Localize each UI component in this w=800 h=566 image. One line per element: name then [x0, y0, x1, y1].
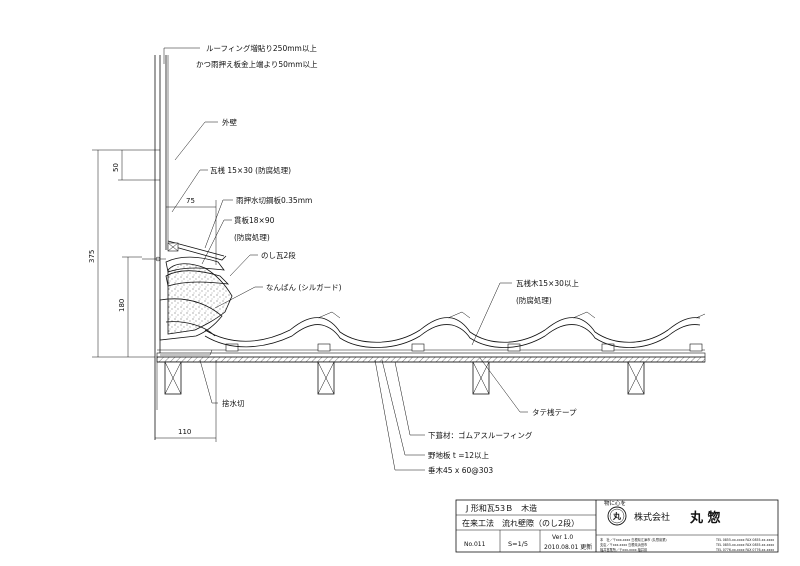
rafters	[164, 361, 645, 395]
company-tel-2: TEL 0855-xx-xxxx FAX 0855-xx-xxxx	[715, 543, 774, 547]
leader-lines	[163, 47, 528, 471]
label-nuki-1: 貫板18×90	[234, 215, 275, 225]
dim-50: 50	[112, 163, 120, 172]
wall-flashing	[142, 240, 227, 356]
label-drip: 捨水切	[222, 398, 245, 408]
title-row-2: 在来工法 流れ壁際（のし2段）	[462, 518, 579, 528]
roof-tiles	[204, 311, 706, 348]
company-seal-char: 丸	[612, 511, 622, 521]
title-row-1: J 形和瓦53Ｂ 木造	[465, 503, 537, 513]
company-prefix: 株式会社	[634, 511, 670, 523]
label-sheathing: 野地板 t =12以上	[428, 450, 490, 460]
dimension-lines	[92, 149, 217, 442]
dim-75: 75	[186, 197, 195, 205]
company-address-2: 支店／〒xxx-xxxx 島根県浜田市	[600, 542, 648, 547]
tile-battens	[225, 343, 703, 352]
label-underlay: 下葺材：ゴムアスルーフィング	[428, 430, 533, 440]
label-nuki-2: (防腐処理)	[234, 232, 270, 242]
title-no: No.011	[464, 541, 486, 548]
title-block	[455, 499, 779, 553]
dim-110: 110	[178, 428, 191, 436]
title-scale: S=1/5	[508, 540, 528, 548]
label-outer-wall: 外壁	[222, 117, 237, 127]
label-flashing: 雨押水切鋼板0.35mm	[236, 195, 312, 205]
dim-180: 180	[118, 299, 126, 312]
noshi-tiles	[159, 256, 230, 341]
label-batten-lumber-2: (防腐処理)	[516, 295, 552, 305]
label-batten-lumber-1: 瓦桟木15×30以上	[516, 278, 579, 288]
company-tel-3: TEL 0776-xx-xxxx FAX 0776-xx-xxxx	[715, 548, 774, 552]
title-version: Ver 1.0	[552, 534, 573, 541]
company-seal-icon	[607, 506, 627, 526]
nanban-mortar	[167, 263, 233, 335]
label-tile-batten: 瓦桟 15×30 (防腐処理)	[210, 165, 291, 175]
label-roofing-overlap-1: ルーフィング増貼り250mm以上	[206, 43, 317, 53]
label-roofing-overlap-2: かつ雨押え板金上端より50mm以上	[196, 59, 318, 69]
company-motto: 物に心を	[604, 499, 626, 507]
company-tel-1: TEL 0855-xx-xxxx FAX 0855-xx-xxxx	[715, 538, 774, 542]
company-address-1: 本 社／〒xxx-xxxx 島根県江津市 (丸惣窯業)	[600, 537, 667, 542]
label-noshi: のし瓦2段	[261, 250, 296, 260]
company-name: 丸 惣	[689, 510, 721, 526]
company-address-3: 福井営業所／〒xxx-xxxx 福井県	[600, 547, 648, 552]
label-counter-tape: タテ桟テープ	[532, 407, 577, 417]
label-nanban: なんばん (シルガード)	[266, 282, 342, 292]
label-rafter: 垂木45 x 60@303	[428, 465, 493, 475]
dim-375: 375	[88, 250, 96, 263]
title-date: 2010.08.01 更新	[544, 543, 592, 551]
roof-deck	[156, 349, 706, 363]
